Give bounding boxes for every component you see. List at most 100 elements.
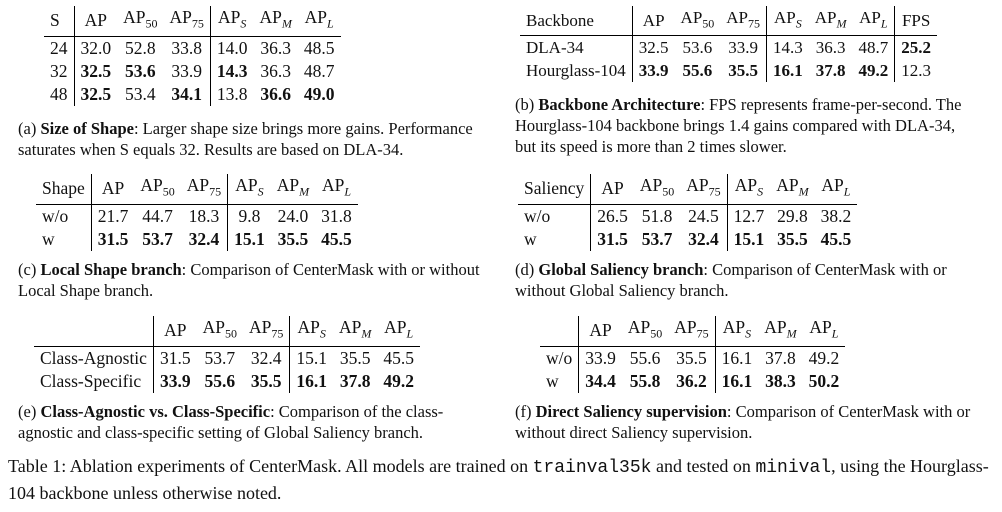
column-header: AP50 xyxy=(123,7,158,31)
table-cell: 33.9 xyxy=(720,35,768,60)
column-header: APL xyxy=(821,175,851,199)
table-cell: 49.2 xyxy=(852,59,896,83)
column-header: AP50 xyxy=(202,317,237,341)
column-header: AP xyxy=(601,178,624,199)
row-label: 32 xyxy=(44,59,75,83)
table-cell: 32.5 xyxy=(80,60,112,81)
table-cell: 32.4 xyxy=(180,227,229,251)
column-header: APS xyxy=(235,175,264,199)
main-caption-suffix: , using the Hourglass-104 backbone unles… xyxy=(8,456,989,503)
row-label: w/o xyxy=(36,204,92,228)
caption-b-desc: : FPS represents frame-per-second. The H… xyxy=(515,95,962,156)
column-header: AP75 xyxy=(180,174,229,204)
column-header: APM xyxy=(764,317,797,341)
column-header: APL xyxy=(304,7,334,31)
table-cell: 32.4 xyxy=(680,227,728,251)
table-cell: 49.2 xyxy=(383,370,414,391)
row-label: w xyxy=(518,227,592,251)
caption-a-title: Size of Shape xyxy=(40,119,134,138)
table-cell: 35.5 xyxy=(777,228,808,249)
caption-d-title: Global Saliency branch xyxy=(538,260,704,279)
table-cell: 38.3 xyxy=(765,370,796,391)
table-cell: 26.5 xyxy=(597,205,628,226)
caption-e-title: Class-Agnostic vs. Class-Specific xyxy=(40,402,271,421)
table-cell: 12.3 xyxy=(901,61,931,81)
table-cell: 32.0 xyxy=(80,37,112,58)
column-header: AP50 xyxy=(680,8,715,31)
table-cell: 15.1 xyxy=(296,347,327,368)
caption-e-desc: : Comparison of the class-agnostic and c… xyxy=(18,402,444,442)
table-cell: 48.7 xyxy=(303,60,335,81)
table-cell: 33.9 xyxy=(638,61,669,81)
table-cell: 31.5 xyxy=(97,228,129,249)
table-cell: 29.8 xyxy=(777,205,808,226)
table-cell: 33.9 xyxy=(585,347,616,368)
column-header: AP50 xyxy=(627,317,663,341)
table-cell: 16.1 xyxy=(296,370,327,391)
table-cell: 14.0 xyxy=(216,37,248,58)
table-cell: 13.8 xyxy=(216,83,248,104)
main-caption-middle: and tested on xyxy=(651,456,756,476)
table-cell: 35.5 xyxy=(339,347,371,368)
caption-e: (e) Class-Agnostic vs. Class-Specific: C… xyxy=(18,401,498,443)
caption-c: (c) Local Shape branch: Comparison of Ce… xyxy=(18,259,498,301)
table-cell: 45.5 xyxy=(383,347,414,368)
table-cell: 37.8 xyxy=(815,61,846,81)
table-main-caption: Table 1: Ablation experiments of CenterM… xyxy=(8,454,998,506)
table-cell: 48.7 xyxy=(852,35,896,60)
column-header: AP75 xyxy=(668,316,716,346)
table-cell: 49.0 xyxy=(303,83,335,104)
caption-b-label: (b) xyxy=(515,95,535,114)
table-cell: 35.5 xyxy=(242,369,291,393)
column-header: AP75 xyxy=(680,174,728,204)
test-set-name: minival xyxy=(755,458,832,478)
table-cell: 12.7 xyxy=(733,205,765,226)
table-cell: 32.4 xyxy=(242,346,291,370)
table-cell: 33.8 xyxy=(163,36,211,60)
table-cell: 37.8 xyxy=(765,347,796,368)
column-header: APM xyxy=(259,7,292,31)
table-cell: 52.8 xyxy=(125,37,156,58)
row-label: Class-Agnostic xyxy=(34,346,154,370)
column-header: Saliency xyxy=(518,174,592,204)
table-cell: 53.7 xyxy=(204,347,236,368)
table-cell: 33.9 xyxy=(163,59,211,83)
table-cell: 36.6 xyxy=(260,83,291,104)
row-label: w/o xyxy=(540,346,580,370)
caption-a-desc: : Larger shape size brings more gains. P… xyxy=(18,119,473,159)
column-header: AP50 xyxy=(639,175,675,199)
column-header: APM xyxy=(276,175,310,199)
table-cell: 36.3 xyxy=(815,38,846,58)
caption-a-label: (a) xyxy=(18,119,37,138)
column-header: APS xyxy=(774,8,802,31)
column-header: FPS xyxy=(901,11,931,31)
table-cell: 55.8 xyxy=(629,370,661,391)
caption-b-title: Backbone Architecture xyxy=(538,95,701,114)
table-cell: 15.1 xyxy=(733,228,765,249)
column-header: AP xyxy=(642,11,665,31)
caption-f-label: (f) xyxy=(515,402,532,421)
table-cell: 44.7 xyxy=(142,205,173,226)
table-cell: 48.5 xyxy=(303,37,335,58)
caption-c-title: Local Shape branch xyxy=(40,260,182,279)
column-header: APM xyxy=(338,317,372,341)
table-cell: 53.6 xyxy=(682,38,713,58)
table-cell: 15.1 xyxy=(234,228,265,249)
table-cell: 24.5 xyxy=(680,204,728,228)
